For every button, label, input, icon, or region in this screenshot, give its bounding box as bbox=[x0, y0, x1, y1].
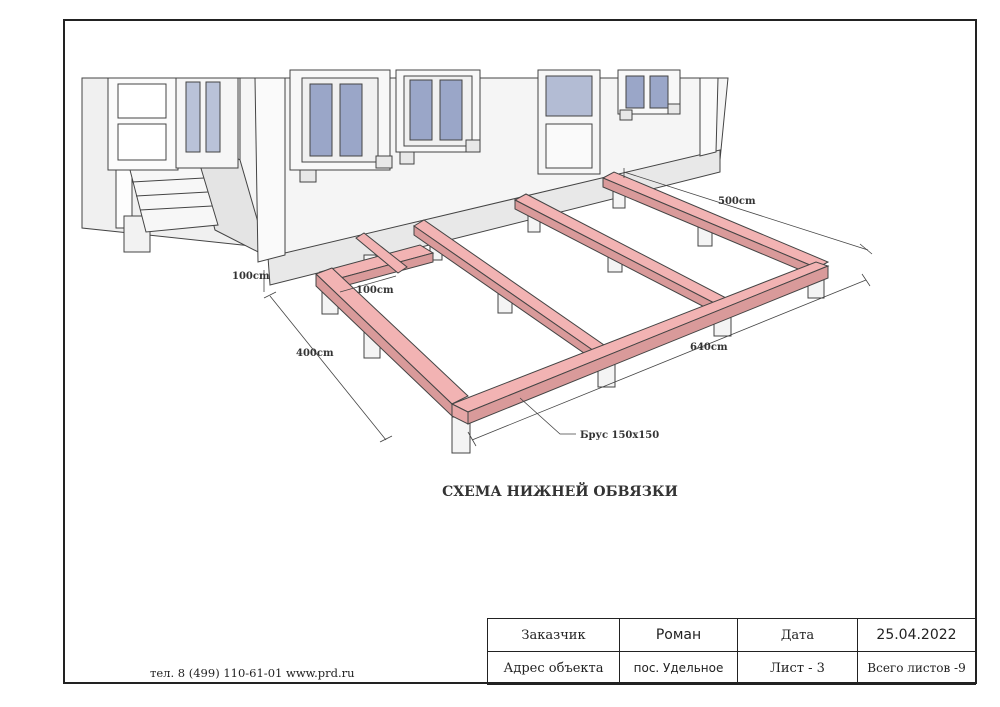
window-3 bbox=[617, 69, 681, 121]
dim-inner-bay: 100cm bbox=[356, 285, 394, 296]
customer-label: Заказчик bbox=[487, 618, 620, 652]
dim-post-offset: 100cm bbox=[232, 271, 270, 282]
title-block: Заказчик Роман Дата 25.04.2022 Адрес объ… bbox=[487, 618, 976, 685]
balcony-door bbox=[537, 69, 601, 175]
address-value: пос. Удельное bbox=[619, 651, 738, 685]
beam-callout: Брус 150x150 bbox=[580, 430, 659, 441]
dim-length-front: 640cm bbox=[690, 342, 728, 353]
dimension-lines bbox=[263, 168, 873, 447]
window-1 bbox=[289, 69, 393, 183]
window-2 bbox=[395, 69, 481, 165]
date-value: 25.04.2022 bbox=[857, 618, 976, 652]
total-sheets: Всего листов -9 bbox=[857, 651, 976, 685]
dimension-labels: 500cm 640cm 400cm 100cm 100cm Брус 150x1… bbox=[232, 196, 756, 441]
drawing-title: СХЕМА НИЖНЕЙ ОБВЯЗКИ bbox=[442, 484, 678, 500]
footer-contacts: тел. 8 (499) 110-61-01 www.prd.ru bbox=[150, 666, 355, 680]
date-label: Дата bbox=[737, 618, 858, 652]
dim-width-side: 400cm bbox=[296, 348, 334, 359]
address-label: Адрес объекта bbox=[487, 651, 620, 685]
dim-length-top: 500cm bbox=[718, 196, 756, 207]
beams bbox=[315, 171, 830, 425]
sheet-number: Лист - 3 bbox=[737, 651, 858, 685]
house bbox=[81, 69, 729, 286]
customer-value: Роман bbox=[619, 618, 738, 652]
